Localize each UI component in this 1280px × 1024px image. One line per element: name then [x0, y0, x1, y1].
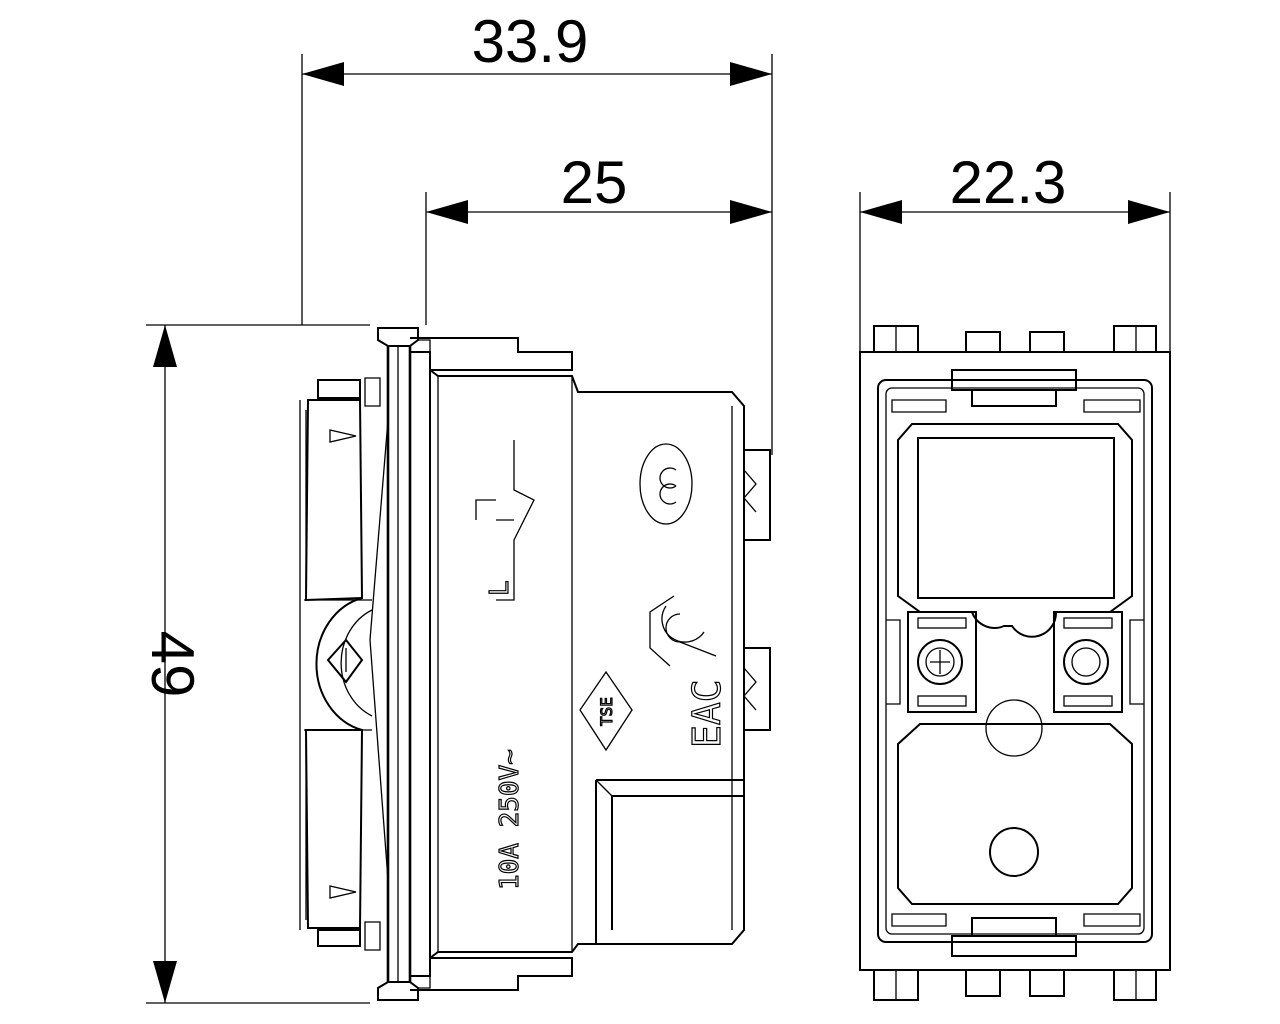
dimension-height: 49 [139, 324, 370, 1004]
rating-marking: 10A 250V~ [495, 749, 525, 890]
tse-mark-icon: TSE [579, 670, 633, 752]
dimension-overall-depth: 33.9 [301, 8, 773, 455]
dimension-body-depth: 25 [425, 149, 772, 325]
side-view: L 10A 250V~ TSE EAC [299, 327, 771, 1001]
left-terminal [907, 611, 977, 713]
dimension-label-width: 22.3 [950, 149, 1067, 216]
tse-mark-label: TSE [597, 697, 616, 726]
dimension-label-height: 49 [139, 631, 206, 698]
cc-mark-icon [639, 443, 693, 525]
terminal-label: L [485, 580, 515, 596]
dimension-width: 22.3 [859, 149, 1171, 352]
dimension-label-body-depth: 25 [561, 149, 628, 216]
eac-mark: EAC [685, 679, 729, 748]
right-terminal [1053, 611, 1123, 713]
front-view [859, 325, 1171, 1001]
dimension-label-overall-depth: 33.9 [472, 8, 589, 75]
imq-mark-icon [649, 595, 717, 667]
